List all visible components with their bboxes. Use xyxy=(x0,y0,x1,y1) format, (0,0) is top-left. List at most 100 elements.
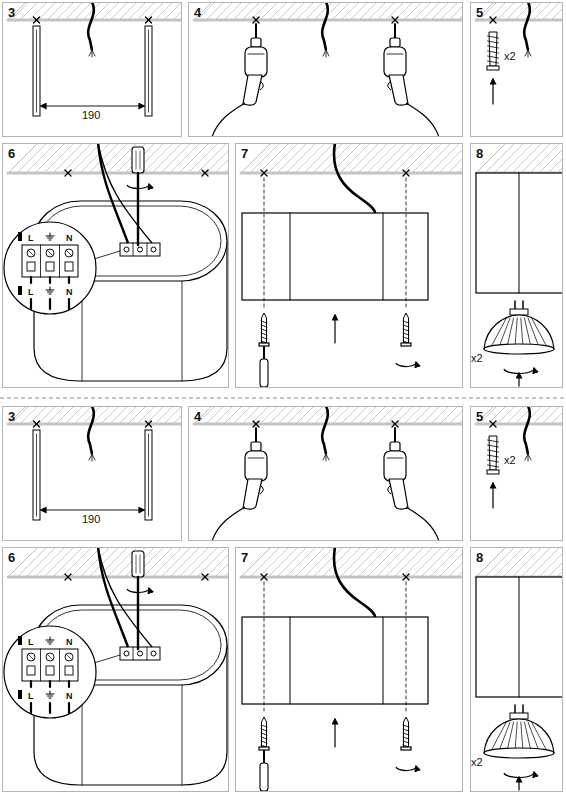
screwdriver-shaft xyxy=(263,751,265,763)
screw-thread xyxy=(261,337,267,339)
terminal-hole xyxy=(27,262,35,271)
wire-strand xyxy=(92,50,95,56)
screw-thread xyxy=(261,737,267,739)
ceiling-hatch xyxy=(476,2,563,20)
quantity-label: x2 xyxy=(504,50,516,62)
spirit-level xyxy=(33,26,40,116)
screw-thread xyxy=(403,725,409,727)
terminal-block xyxy=(147,243,148,256)
wire-strand xyxy=(92,454,95,460)
drill-bit xyxy=(394,24,396,39)
spirit-level xyxy=(148,434,149,516)
drill-mark xyxy=(253,17,259,23)
step-panel: 5 xyxy=(470,2,563,137)
mains-cable xyxy=(98,143,128,243)
step-panel: 7 xyxy=(235,547,463,792)
terminal-label: L xyxy=(28,233,34,243)
wire-end xyxy=(49,681,51,687)
wire-end xyxy=(18,286,22,295)
step-number: 4 xyxy=(194,5,201,20)
screw-thread xyxy=(261,725,267,727)
terminal-screw xyxy=(28,654,34,660)
body-seam xyxy=(290,617,291,704)
body-seam xyxy=(182,685,183,785)
terminal-block xyxy=(22,649,78,681)
lamp-fin xyxy=(532,722,547,751)
ceiling-edge xyxy=(8,406,26,424)
drill-mark xyxy=(34,421,40,427)
terminal-hole xyxy=(46,666,54,675)
wire-strand xyxy=(323,454,326,460)
wire-end xyxy=(18,690,22,699)
ceiling-edge xyxy=(8,2,26,20)
earth-symbol xyxy=(48,642,53,643)
drill-chuck xyxy=(390,442,400,451)
spirit-level xyxy=(145,26,152,116)
terminal-block xyxy=(133,647,134,660)
ceiling-line xyxy=(194,19,463,22)
screw xyxy=(404,717,409,747)
drill-mark xyxy=(146,17,152,23)
ceiling-line xyxy=(241,172,463,175)
wall-plug-rib xyxy=(488,51,499,53)
step-number: 5 xyxy=(476,5,483,20)
mains-cable xyxy=(322,406,328,454)
step-illustration xyxy=(4,143,229,381)
wire-strand xyxy=(525,50,528,56)
terminal-block xyxy=(40,245,41,277)
terminal-block xyxy=(22,245,78,277)
lamp-fin xyxy=(532,318,547,347)
drill-mark xyxy=(490,421,496,427)
screw-thread xyxy=(261,325,267,327)
terminal-label: L xyxy=(28,637,34,647)
drill-bit xyxy=(394,428,396,443)
terminal-hole xyxy=(27,666,35,675)
drill-cord xyxy=(406,103,439,137)
screw-head xyxy=(259,747,269,750)
step-panel: 8 xyxy=(470,143,563,388)
mains-cable xyxy=(88,406,94,454)
wire-strand xyxy=(528,454,531,460)
drill-chuck xyxy=(251,38,261,47)
drill-bit xyxy=(255,24,257,39)
quantity-label: x2 xyxy=(504,454,516,466)
ceiling-edge xyxy=(8,143,38,173)
wall-plug-rib xyxy=(488,61,499,63)
lamp-fin xyxy=(499,722,510,751)
step-number: 8 xyxy=(476,146,483,161)
drill-mark xyxy=(65,574,71,580)
earth-symbol xyxy=(46,640,54,641)
alignment-line xyxy=(264,582,265,713)
ceiling-edge xyxy=(194,2,212,20)
terminal-screw xyxy=(66,654,72,660)
terminal-label: L xyxy=(28,287,34,297)
ceiling-hatch xyxy=(241,547,463,577)
drill xyxy=(212,24,267,137)
drill-mark xyxy=(403,170,409,176)
earth-symbol xyxy=(49,698,51,699)
screw-thread xyxy=(403,741,409,743)
wire-end xyxy=(49,299,51,309)
terminal-screw xyxy=(46,653,54,661)
drill-handle xyxy=(243,479,262,509)
lamp-base xyxy=(510,713,528,719)
body-seam xyxy=(519,173,520,293)
screw-head xyxy=(401,747,411,750)
terminal-screw xyxy=(65,653,73,661)
screwdriver-handle xyxy=(132,147,144,173)
push-arrow xyxy=(518,777,519,790)
spirit-level xyxy=(148,30,149,112)
drill-detail xyxy=(387,54,403,55)
drill-body xyxy=(245,47,267,77)
ceiling-hatch xyxy=(8,547,229,577)
drill-mark xyxy=(392,17,398,23)
drill-body xyxy=(245,451,267,481)
step-panel: 4 xyxy=(188,2,463,137)
wire-end xyxy=(68,681,70,687)
rotate-arrow xyxy=(396,766,416,771)
step-number: 3 xyxy=(8,5,15,20)
wire-strand xyxy=(326,454,329,460)
lamp-base xyxy=(510,309,528,315)
ceiling-edge xyxy=(476,2,494,20)
wall-plug-rib xyxy=(488,460,499,462)
